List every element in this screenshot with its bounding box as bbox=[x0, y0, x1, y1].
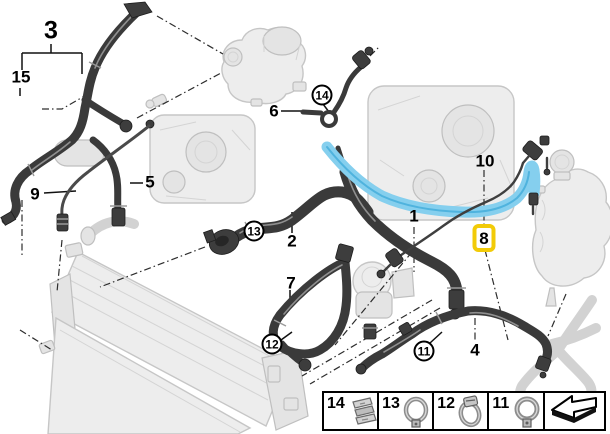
hose-3 bbox=[0, 1, 153, 226]
callout-1[interactable]: 1 bbox=[409, 206, 419, 226]
legend-label-11: 11 bbox=[492, 395, 510, 412]
hose-4 bbox=[355, 306, 552, 379]
engine-right-ghost bbox=[367, 85, 515, 221]
surge-tank-ghost bbox=[221, 26, 307, 107]
radiator-ghost bbox=[38, 242, 309, 434]
callout-6[interactable]: 6 bbox=[269, 101, 279, 121]
callout-3[interactable]: 3 bbox=[44, 16, 58, 45]
ghost-elbow-hose bbox=[80, 216, 139, 246]
callout-4[interactable]: 4 bbox=[470, 340, 480, 360]
legend-label-13: 13 bbox=[382, 395, 400, 412]
callout-13-circled[interactable]: 13 bbox=[243, 220, 265, 242]
clamp-legend-table: 14 13 12 bbox=[322, 391, 606, 431]
engine-left-ghost bbox=[149, 114, 256, 204]
callout-5[interactable]: 5 bbox=[145, 172, 155, 192]
hose-clamp-icon bbox=[404, 396, 429, 428]
hose-5 bbox=[89, 136, 127, 227]
callout-14-circled[interactable]: 14 bbox=[311, 84, 333, 106]
ring-clamp-icon bbox=[514, 396, 539, 428]
legend-item-12[interactable]: 12 bbox=[434, 393, 490, 429]
callout-10[interactable]: 10 bbox=[475, 151, 495, 171]
ghost-parts bbox=[38, 26, 610, 434]
legend-item-11[interactable]: 11 bbox=[489, 393, 545, 429]
spring-clip-clamp-icon bbox=[352, 397, 377, 425]
pump-outlet-fitting bbox=[362, 323, 378, 340]
view-direction-arrow-icon bbox=[551, 395, 597, 423]
callout-11-circled[interactable]: 11 bbox=[413, 340, 435, 362]
hose-6 bbox=[300, 46, 374, 128]
pipe-10 bbox=[376, 135, 551, 279]
callout-8-highlighted[interactable]: 8 bbox=[472, 224, 496, 252]
legend-item-view-arrow[interactable] bbox=[545, 393, 605, 429]
legend-label-14: 14 bbox=[327, 395, 345, 412]
expansion-tank-ghost bbox=[531, 149, 610, 307]
hose-7 bbox=[268, 243, 354, 372]
callout-12-circled[interactable]: 12 bbox=[261, 333, 283, 355]
highlighted-hose-8 bbox=[321, 141, 541, 218]
callout-2[interactable]: 2 bbox=[287, 231, 297, 251]
sensor-ghost bbox=[145, 93, 168, 109]
coolant-hoses bbox=[0, 1, 552, 379]
screw-clamp-icon bbox=[458, 395, 482, 428]
legend-label-12: 12 bbox=[437, 395, 456, 412]
callout-7[interactable]: 7 bbox=[286, 273, 296, 293]
legend-item-14[interactable]: 14 bbox=[324, 393, 380, 429]
legend-item-13[interactable]: 13 bbox=[379, 393, 435, 429]
callout-15[interactable]: 15 bbox=[11, 67, 31, 87]
hose-9 bbox=[56, 119, 155, 232]
callout-9[interactable]: 9 bbox=[30, 184, 40, 204]
